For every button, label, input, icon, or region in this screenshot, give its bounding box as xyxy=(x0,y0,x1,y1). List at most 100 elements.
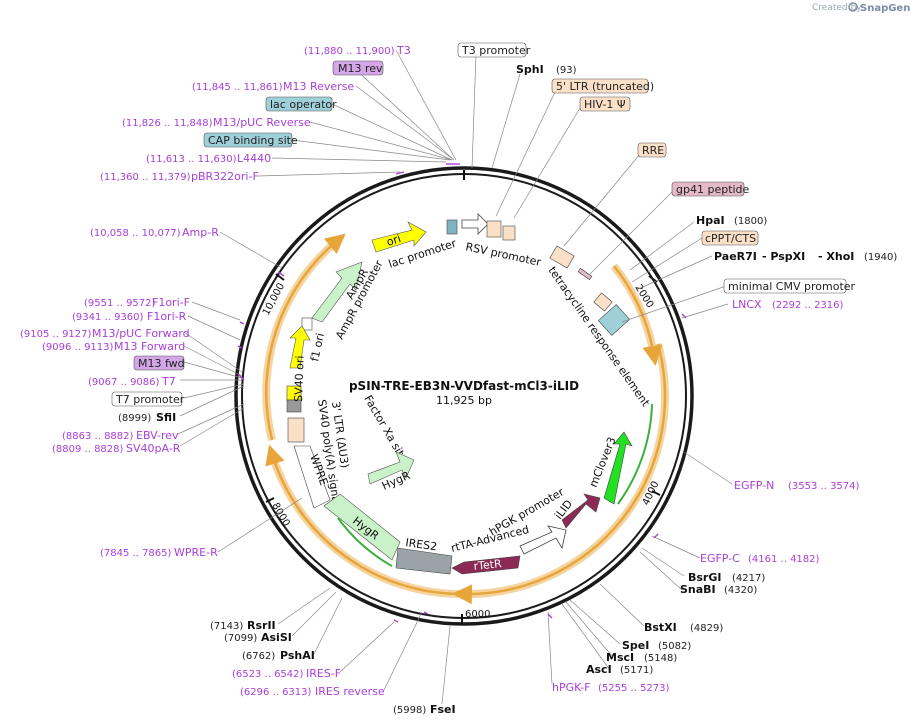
backbone-outer-ring xyxy=(234,166,694,626)
xhoi-pos: (1940) xyxy=(864,252,897,263)
ltr-truncated-box-label[interactable]: 5' LTR (truncated) xyxy=(556,80,654,93)
credit-brand: SnapGene xyxy=(860,3,910,14)
orf-arcs xyxy=(264,233,667,605)
ori-label: ori xyxy=(385,232,403,249)
ampr-feature xyxy=(311,261,363,323)
rtetr-feature xyxy=(451,555,521,575)
spei-enzyme[interactable]: SpeI xyxy=(622,639,649,652)
credit-text: Created by xyxy=(812,3,862,13)
hpai-pos: (1800) xyxy=(734,216,767,227)
left-labels: (11,880 .. 11,900) T3 M13 rev (11,845 ..… xyxy=(20,44,456,716)
cppt-box xyxy=(701,230,759,246)
t7-promoter-box xyxy=(111,391,183,407)
msci-enzyme[interactable]: MscI xyxy=(606,651,634,664)
hiv-psi-box xyxy=(579,96,631,112)
egfpc-primer[interactable]: EGFP-C xyxy=(700,552,740,565)
ampr-pos: (10,058 .. 10,077) xyxy=(90,228,181,239)
rtetr-label: rTetR xyxy=(473,557,503,573)
wpre-primer[interactable]: WPRE-R xyxy=(174,546,218,559)
hpgkf-primer[interactable]: hPGK-F xyxy=(552,681,590,694)
min-cmv-box-label[interactable]: minimal CMV promoter xyxy=(728,280,856,293)
cap-binding-box xyxy=(203,132,293,148)
bsrgi-pos: (4217) xyxy=(732,573,765,584)
lac-operator-mark xyxy=(446,219,458,235)
right-labels: T3 promoter SphI (93) 5' LTR (truncated)… xyxy=(457,42,897,694)
m13fwd-box xyxy=(133,355,185,371)
snabi-pos: (4320) xyxy=(724,585,757,596)
m13reverse-primer[interactable]: M13 Reverse xyxy=(283,80,354,93)
gp41-box xyxy=(671,181,745,197)
bstxi-pos: (4829) xyxy=(690,623,723,634)
bstxi-enzyme[interactable]: BstXI xyxy=(644,621,677,634)
ori-feature xyxy=(371,221,427,253)
ampr-primer[interactable]: Amp-R xyxy=(182,226,219,239)
t3-primer[interactable]: T3 xyxy=(396,44,411,57)
m13puc-fwd-primer[interactable]: M13/pUC Forward xyxy=(92,327,190,340)
snabi-enzyme[interactable]: SnaBI xyxy=(680,583,716,596)
m13fwd-pos: (9096 .. 9113) xyxy=(42,342,114,353)
rsrii-enzyme[interactable]: RsrII xyxy=(247,619,276,632)
mclover3-orf-line xyxy=(617,403,653,505)
lac-operator-box-label[interactable]: lac operator xyxy=(270,98,337,111)
leader-lines xyxy=(177,49,733,705)
m13fwd-primer[interactable]: M13 Forward xyxy=(114,340,185,353)
mclover3-feature xyxy=(603,431,633,505)
f1r-pos: (9341 .. 9360) xyxy=(72,312,144,323)
ebv-primer[interactable]: EBV-rev xyxy=(136,429,179,442)
pbr322-primer[interactable]: pBR322ori-F xyxy=(191,170,259,183)
ltr3-feature xyxy=(287,417,305,443)
sfii-pos: (8999) xyxy=(118,413,151,424)
f1f-primer[interactable]: F1ori-F xyxy=(152,296,190,309)
ebv-pos: (8863 .. 8882) xyxy=(62,431,134,442)
m13puc-rev-primer[interactable]: M13/pUC Reverse xyxy=(213,116,311,129)
iresf-pos: (6523 .. 6542) xyxy=(232,669,304,680)
rsv-arrow xyxy=(461,213,489,235)
lncx-primer[interactable]: LNCX xyxy=(732,298,762,311)
msci-pos: (5148) xyxy=(644,653,677,664)
plasmid-name: pSIN-TRE-EB3N-VVDfast-mCl3-iLID xyxy=(349,379,579,393)
hpai-enzyme[interactable]: HpaI xyxy=(696,214,725,227)
ires2-feature xyxy=(395,547,453,575)
sv40-polya-feature xyxy=(286,399,302,413)
cppt-box-label[interactable]: cPPT/CTS xyxy=(705,232,756,245)
t7-primer[interactable]: T7 xyxy=(161,375,176,388)
asisi-enzyme[interactable]: AsiSI xyxy=(261,631,292,644)
f1r-primer[interactable]: F1ori-R xyxy=(147,310,187,323)
iresf-primer[interactable]: IRES-F xyxy=(306,667,341,680)
pshai-enzyme[interactable]: PshAI xyxy=(280,649,315,662)
plasmid-size: 11,925 bp xyxy=(436,394,492,407)
t7-promoter-box-label[interactable]: T7 promoter xyxy=(115,393,185,406)
fsei-pos: (5998) xyxy=(393,705,426,716)
cap-binding-box-label[interactable]: CAP binding site xyxy=(208,134,298,147)
t3-promoter-box-label[interactable]: T3 promoter xyxy=(461,44,531,57)
factor-xa-label: Factor Xa site xyxy=(361,393,410,464)
bsrgi-enzyme[interactable]: BsrGI xyxy=(688,571,721,584)
fsei-enzyme[interactable]: FseI xyxy=(430,703,456,716)
m13puc-rev-pos: (11,826 .. 11,848) xyxy=(122,118,213,129)
hygr-orf-line xyxy=(337,517,393,567)
sv40-ori-label: SV40 ori xyxy=(292,355,307,402)
m13fwd-box-label[interactable]: M13 fwd xyxy=(138,357,185,370)
l4440-primer[interactable]: L4440 xyxy=(237,152,271,165)
t3-promoter-box xyxy=(457,42,527,58)
pspxi-enzyme[interactable]: - PspXI xyxy=(762,250,805,263)
iresrev-primer[interactable]: IRES reverse xyxy=(315,685,385,698)
asci-enzyme[interactable]: AscI xyxy=(586,663,612,676)
rre-box-label[interactable]: RRE xyxy=(642,144,664,157)
xhoi-enzyme[interactable]: - XhoI xyxy=(818,250,854,263)
sphi-enzyme[interactable]: SphI xyxy=(516,63,544,76)
egfpn-primer[interactable]: EGFP-N xyxy=(734,479,774,492)
sfii-enzyme[interactable]: SfiI xyxy=(156,411,176,424)
tre-feature xyxy=(597,304,631,336)
f1-ori-label: f1 ori xyxy=(308,332,327,363)
hygr-feature-b xyxy=(323,493,401,561)
sv40pa-primer[interactable]: SV40pA-R xyxy=(126,442,181,455)
m13rev-box-label[interactable]: M13 rev xyxy=(338,62,383,75)
tick-6000: 6000 xyxy=(465,609,490,620)
paer7i-enzyme[interactable]: PaeR7I xyxy=(714,250,757,263)
hiv-psi-box-label[interactable]: HIV-1 Ψ xyxy=(584,98,626,111)
gp41-box-label[interactable]: gp41 peptide xyxy=(676,183,750,196)
asisi-pos: (7099) xyxy=(224,633,257,644)
